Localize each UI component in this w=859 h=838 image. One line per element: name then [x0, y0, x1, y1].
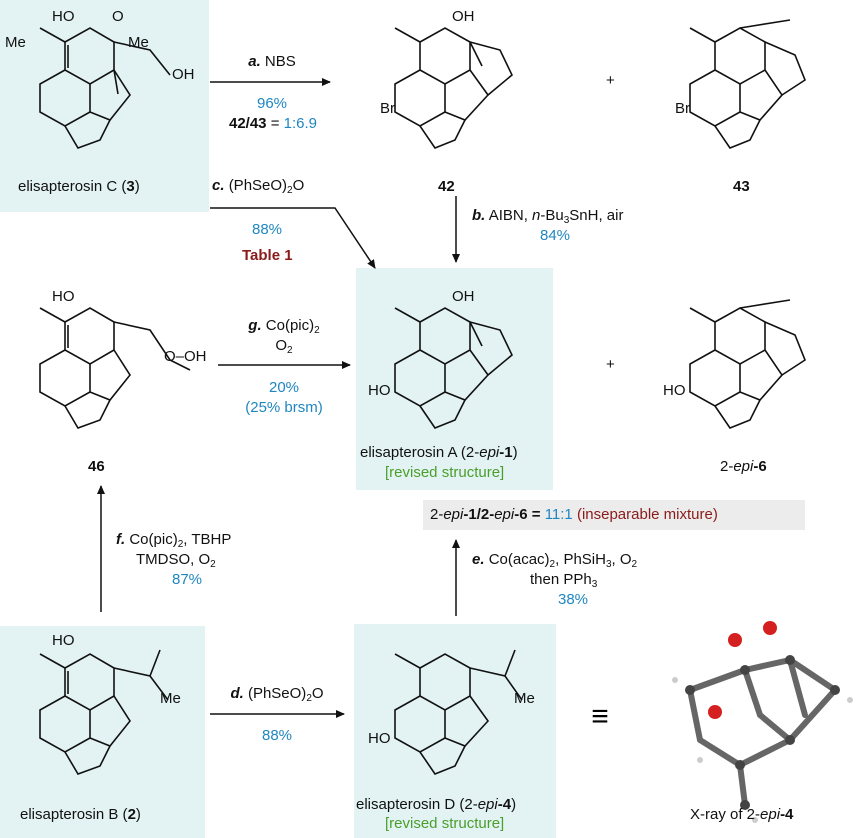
- structure-elisapterosin-c: [39, 27, 171, 149]
- ratio-a: 42/43 = 1:6.9: [228, 115, 318, 132]
- atom-label: O: [112, 8, 124, 25]
- conditions-b: b. AIBN, n-Bu3SnH, air: [472, 207, 624, 226]
- atom-label: HO: [52, 632, 75, 649]
- conditions-a: a. NBS: [248, 53, 296, 70]
- atom-label: OH: [172, 66, 195, 83]
- atom-label: HO: [368, 730, 391, 747]
- structure-2-epi-6: [689, 299, 806, 429]
- yield-c: 88%: [252, 221, 283, 238]
- conditions-e-line2: then PPh3: [530, 571, 598, 590]
- structure-elisapterosin-b: [39, 649, 169, 775]
- conditions-f-line2: TMDSO, O2: [136, 551, 216, 570]
- atom-label: HO: [368, 382, 391, 399]
- equiv-sign: ≡: [591, 700, 609, 733]
- caption-42: 42: [438, 178, 455, 195]
- box-elisapterosin-c: [0, 0, 209, 212]
- caption-2-epi-6: 2-epi-6: [720, 458, 767, 475]
- atom-label: HO: [52, 8, 75, 25]
- yield-d: 88%: [261, 727, 293, 744]
- yield-e: 38%: [558, 591, 589, 608]
- caption-elisapterosin-a: elisapterosin A (2-epi-1): [360, 444, 518, 461]
- revised-label-d: [revised structure]: [385, 815, 505, 832]
- caption-elisapterosin-d: elisapterosin D (2-epi-4): [356, 796, 517, 813]
- caption-elisapterosin-c: elisapterosin C (3): [18, 178, 140, 195]
- atom-label: Br: [380, 100, 395, 117]
- atom-label: HO: [52, 288, 75, 305]
- caption-43: 43: [733, 178, 750, 195]
- mixture-ratio: 2-epi-1/2-epi-6 = 11:1 (inseparable mixt…: [430, 506, 718, 523]
- box-elisapterosin-a: [356, 268, 553, 490]
- structure-42: [394, 27, 513, 149]
- revised-label-a: [revised structure]: [385, 464, 505, 481]
- caption-46: 46: [88, 458, 105, 475]
- structure-elisapterosin-a: [394, 307, 513, 429]
- yield-g: 20%: [268, 379, 300, 396]
- caption-elisapterosin-b: elisapterosin B (2): [20, 806, 141, 823]
- table-ref-c[interactable]: Table 1: [242, 247, 293, 264]
- structure-46: [39, 307, 191, 429]
- xray-structure: [672, 621, 853, 823]
- structure-elisapterosin-d: [394, 649, 523, 775]
- yield-a: 96%: [256, 95, 288, 112]
- conditions-d: d. (PhSeO)2O: [230, 685, 324, 704]
- plus-sign: +: [606, 72, 615, 89]
- atom-label: HO: [663, 382, 686, 399]
- conditions-f: f. Co(pic)2, TBHP: [116, 531, 232, 550]
- atom-label: Me: [514, 690, 535, 707]
- atom-label: OH: [452, 288, 475, 305]
- arrow-c: [210, 207, 376, 269]
- atom-label: Br: [675, 100, 690, 117]
- conditions-c: c. (PhSeO)2O: [212, 177, 305, 196]
- plus-sign: +: [606, 356, 615, 373]
- atom-label: Me: [160, 690, 181, 707]
- structure-43: [689, 19, 806, 149]
- conditions-g-o2: O2: [275, 337, 293, 356]
- yield-b: 84%: [540, 227, 571, 244]
- mixture-box: [423, 500, 805, 530]
- conditions-g: g. Co(pic)2: [248, 317, 320, 336]
- conditions-e: e. Co(acac)2, PhSiH3, O2: [472, 551, 638, 570]
- atom-label: Me: [5, 34, 26, 51]
- atom-label: Me: [128, 34, 149, 51]
- atom-label: OH: [452, 8, 475, 25]
- brsm-g: (25% brsm): [245, 399, 323, 416]
- yield-f: 87%: [172, 571, 203, 588]
- caption-xray: X-ray of 2-epi-4: [690, 806, 794, 823]
- atom-label: O–OH: [164, 348, 207, 365]
